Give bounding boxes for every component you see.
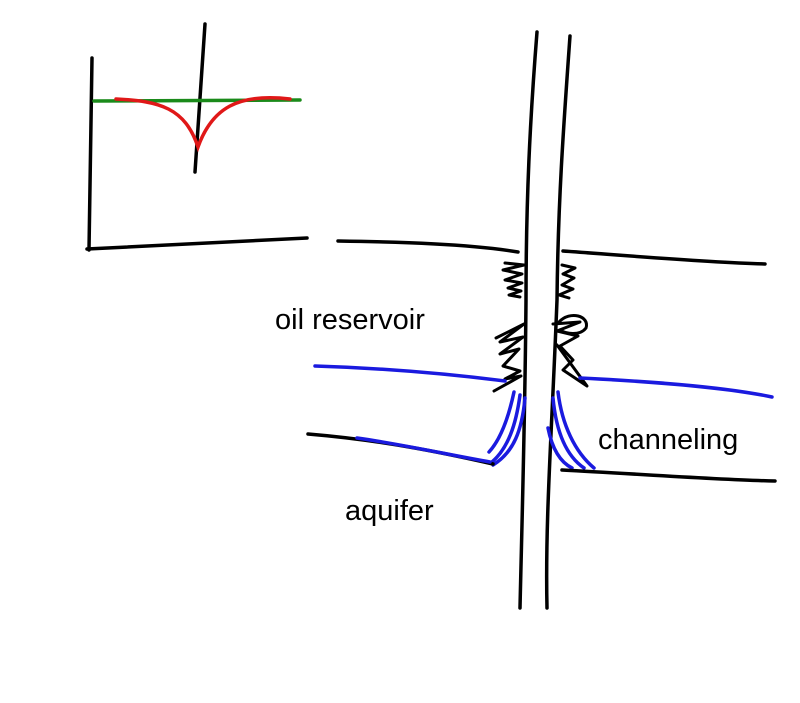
inset-graph [85, 22, 309, 252]
wellbore-left-wall [518, 30, 539, 610]
wellbore-right-wall [544, 34, 572, 610]
oil-reservoir-label: oil reservoir [275, 304, 425, 336]
channel-right-3 [546, 426, 574, 470]
inset-x-axis [85, 236, 309, 251]
perforation-right-upper [557, 263, 577, 300]
reservoir-top-right [561, 249, 767, 266]
wellbore [518, 30, 572, 610]
inset-drawdown-curve [114, 96, 292, 153]
channel-left-2 [490, 393, 522, 464]
perforation-left-upper [501, 261, 526, 299]
perforation-right-lower [551, 320, 589, 388]
perforation-left-lower [492, 322, 526, 393]
aquifer-boundary [306, 432, 777, 483]
channel-left-1 [487, 390, 516, 454]
channel-left-3 [491, 396, 527, 467]
inset-well-line [193, 22, 207, 174]
owc-right [578, 376, 774, 399]
channel-right-2 [551, 396, 586, 470]
perforations [492, 261, 589, 393]
reservoir-top-left [336, 239, 520, 254]
oil-water-contact [313, 364, 774, 399]
reservoir-top-boundary [336, 239, 767, 266]
channel-right-1 [556, 390, 596, 470]
channeling-label: channeling [598, 424, 738, 456]
perforation-right-loop [557, 313, 588, 335]
water-channeling-flow [487, 390, 596, 470]
inset-y-axis [87, 56, 94, 252]
aquifer-label: aquifer [345, 495, 434, 527]
owc-left [313, 364, 507, 383]
aquifer-boundary-right [560, 468, 777, 483]
aquifer-boundary-left [306, 432, 495, 466]
aquifer-boundary-left-blue [355, 436, 492, 464]
